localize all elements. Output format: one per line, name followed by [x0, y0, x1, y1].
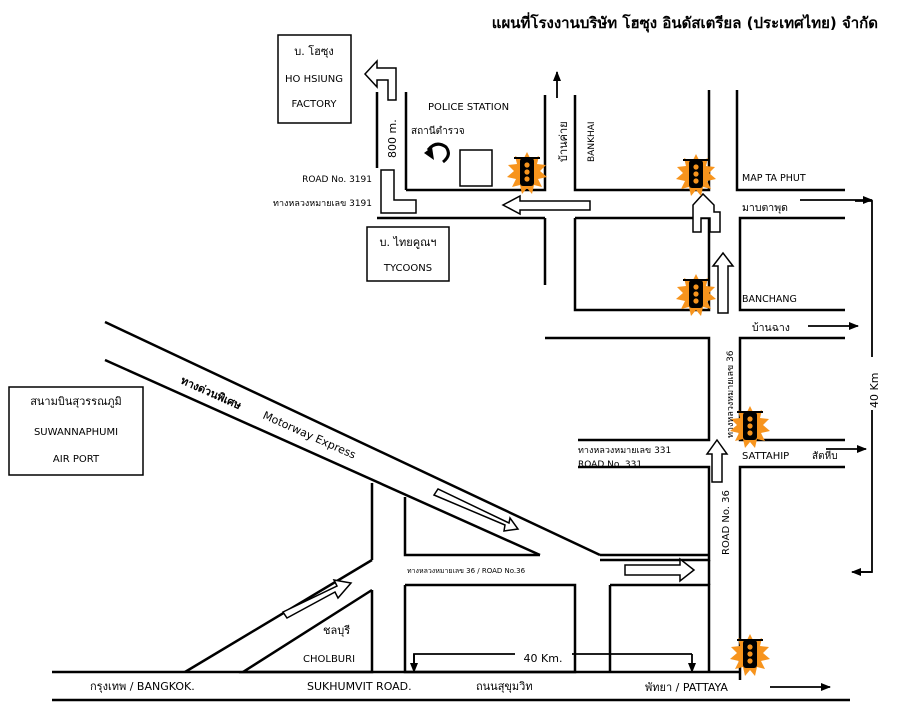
- tycoons-name-en: TYCOONS: [383, 263, 432, 274]
- city-block: [573, 216, 711, 312]
- direction-arrow-icon: [432, 488, 520, 532]
- bankhai-label: BANKHAI: [587, 121, 597, 162]
- traffic-light-icon: [506, 151, 548, 195]
- u-turn-arrow-icon: [424, 147, 434, 160]
- road-edge: [738, 336, 845, 442]
- road-edge: [184, 558, 373, 674]
- banchang-label: BANCHANG: [742, 294, 797, 305]
- distance-40km-bottom-label: 40 Km.: [524, 652, 563, 665]
- factory-name-en: HO HSIUNG: [285, 74, 343, 85]
- bangkok-label: กรุงเทพ / BANGKOK.: [90, 680, 195, 693]
- road-edge: [735, 90, 845, 192]
- sattahip-label: SATTAHIP: [742, 451, 789, 462]
- map-ta-phut-thai-label: มาบตาพุด: [742, 202, 788, 214]
- airport-label: AIR PORT: [53, 454, 100, 465]
- factory-box: [277, 34, 352, 124]
- factory-label: FACTORY: [292, 99, 338, 110]
- road-edge: [578, 465, 711, 562]
- direction-arrow-icon: [501, 194, 591, 216]
- road-331-thai-label: ทางหลวงหมายเลข 331: [578, 446, 671, 456]
- pattaya-label: พัทยา / PATTAYA: [645, 681, 728, 694]
- direction-arrow-icon: [692, 192, 721, 233]
- distance-bracket: [855, 410, 873, 573]
- distance-800m-label: 800 m.: [386, 119, 399, 158]
- cholburi-label: CHOLBURI: [303, 654, 355, 665]
- cholburi-thai-label: ชลบุรี: [323, 624, 350, 637]
- distance-bracket: [413, 653, 515, 667]
- traffic-light-icon: [729, 405, 771, 449]
- direction-arrow-icon: [363, 59, 397, 101]
- road-331-label: ROAD No. 331: [578, 460, 642, 470]
- traffic-light-icon: [729, 633, 771, 677]
- road-edge: [403, 497, 540, 557]
- road-36-small-label: ทางหลวงหมายเลข 36 / ROAD No.36: [407, 567, 526, 575]
- direction-arrow-icon: [705, 438, 729, 483]
- distance-40km-right-label: 40 Km: [868, 373, 881, 408]
- road-edge: [738, 216, 845, 312]
- distance-bracket: [855, 200, 873, 357]
- road-edge: [738, 465, 845, 680]
- direction-arrow-icon: [624, 557, 696, 583]
- police-station-label: POLICE STATION: [428, 102, 509, 113]
- sattahip-thai-label: สัตหีบ: [812, 450, 838, 462]
- airport-box: [8, 386, 144, 476]
- police-station-building: [459, 149, 493, 187]
- road-network: [52, 90, 850, 702]
- map-title: แผนที่โรงงานบริษัท โฮซุง อินดัสเตรียล (ป…: [492, 12, 878, 33]
- sukhumvit-road-label: SUKHUMVIT ROAD.: [307, 680, 412, 693]
- road-edge: [545, 336, 711, 442]
- direction-arrow-icon: [711, 251, 735, 314]
- u-turn-arrow-icon: [426, 142, 450, 164]
- direction-arrow-icon: [380, 169, 417, 214]
- motorway-edge: [104, 320, 601, 557]
- factory-name-thai: บ. โฮซุง: [294, 44, 333, 58]
- road-edge: [573, 90, 711, 192]
- tycoons-box: [366, 226, 450, 282]
- police-station-thai-label: สถานีตำรวจ: [411, 125, 465, 137]
- sukhumvit-thai-label: ถนนสุขุมวิท: [476, 680, 533, 693]
- road-edge: [406, 95, 547, 192]
- road-36-thai-vertical-label: ทางหลวงหมายเลข 36: [726, 350, 736, 438]
- banchang-thai-label: บ้านฉาง: [752, 322, 790, 334]
- ban-khai-thai-label: บ้านค่าย: [557, 121, 570, 162]
- direction-arrow-icon: [281, 579, 353, 619]
- airport-name-en: SUWANNAPHUMI: [34, 427, 118, 438]
- road-3191-thai-label: ทางหลวงหมายเลข 3191: [273, 199, 372, 209]
- road-3191-label: ROAD No. 3191: [302, 175, 372, 185]
- road-edge: [610, 583, 711, 672]
- airport-name-thai: สนามบินสุวรรณภูมิ: [30, 395, 122, 408]
- road-36-vertical-label: ROAD No. 36: [721, 490, 732, 555]
- motorway-edge: [104, 358, 541, 557]
- tycoons-name-thai: บ. ไทยคูณฯ: [380, 236, 437, 249]
- map-ta-phut-label: MAP TA PHUT: [742, 173, 806, 184]
